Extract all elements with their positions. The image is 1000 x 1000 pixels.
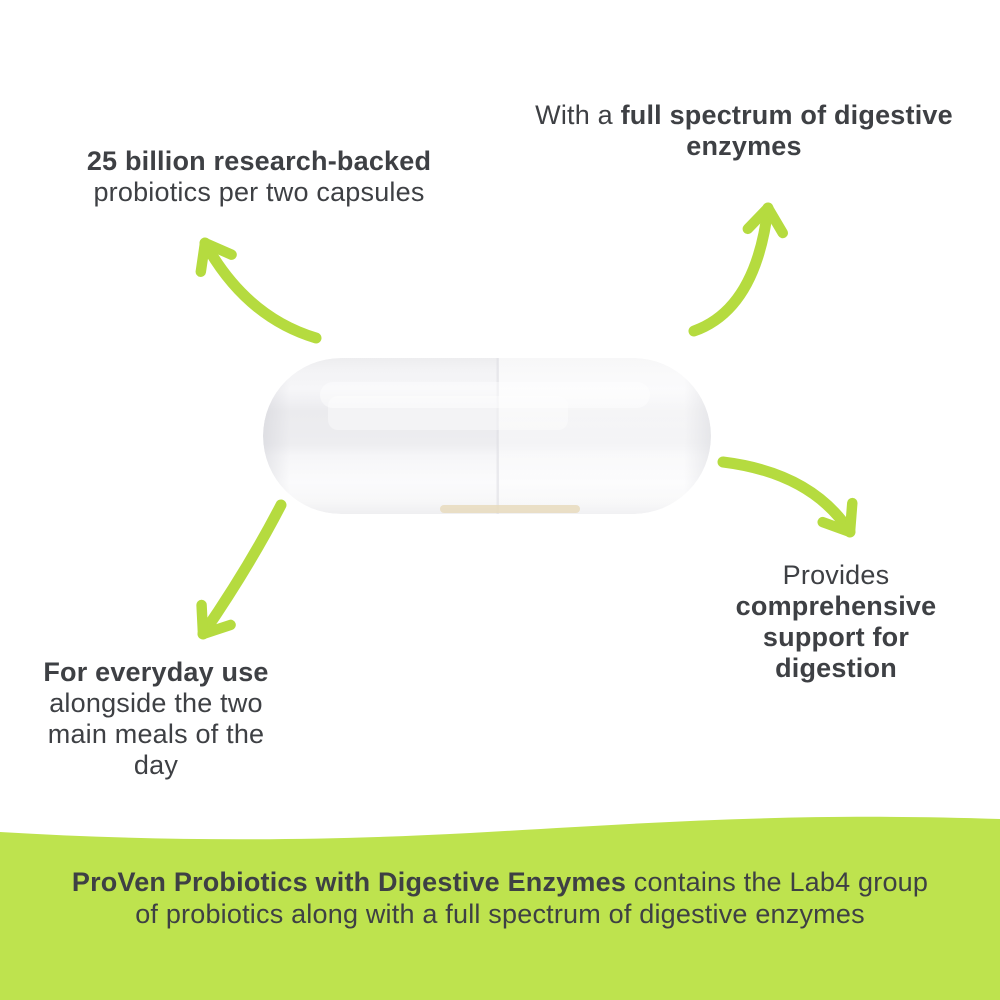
- text-segment: Provides: [782, 560, 890, 590]
- arrow-top-left-icon: [195, 237, 322, 344]
- text-segment: digestion: [775, 653, 897, 683]
- text-line: ProVen Probiotics with Digestive Enzymes…: [0, 866, 1000, 898]
- text-line: of probiotics along with a full spectrum…: [0, 898, 1000, 930]
- text-line: support for: [706, 622, 966, 653]
- text-line: For everyday use: [26, 657, 286, 688]
- text-segment: probiotics per two capsules: [93, 177, 425, 207]
- text-line: main meals of the: [26, 719, 286, 750]
- text-segment: comprehensive: [735, 591, 937, 621]
- arrow-bottom-right-icon: [717, 456, 858, 538]
- text-segment: of probiotics along with a full spectrum…: [135, 899, 865, 929]
- text-segment: For everyday use: [43, 657, 269, 687]
- text-segment: full spectrum of digestive: [620, 100, 953, 130]
- text-line: probiotics per two capsules: [9, 177, 509, 208]
- text-line: enzymes: [514, 131, 974, 162]
- text-line: 25 billion research-backed: [9, 146, 509, 177]
- text-segment: ProVen Probiotics with Digestive Enzymes: [71, 867, 627, 897]
- text-line: alongside the two: [26, 688, 286, 719]
- text-line: day: [26, 750, 286, 781]
- banner-text: ProVen Probiotics with Digestive Enzymes…: [0, 866, 1000, 930]
- text-line: digestion: [706, 653, 966, 684]
- text-segment: 25 billion research-backed: [86, 146, 432, 176]
- text-segment: alongside the two: [49, 688, 263, 718]
- text-segment: contains the Lab4 group: [626, 867, 929, 897]
- text-line: comprehensive: [706, 591, 966, 622]
- text-segment: support for: [762, 622, 910, 652]
- text-line: With a full spectrum of digestive: [514, 100, 974, 131]
- capsule-image: [263, 358, 711, 514]
- text-segment: day: [133, 750, 179, 780]
- banner-wave: [0, 816, 1000, 1000]
- text-segment: main meals of the: [47, 719, 265, 749]
- text-line: Provides: [706, 560, 966, 591]
- arrow-bottom-left-icon: [196, 499, 287, 640]
- text-segment: enzymes: [686, 131, 802, 161]
- text-segment: With a: [535, 100, 621, 130]
- arrow-top-right-icon: [688, 202, 788, 337]
